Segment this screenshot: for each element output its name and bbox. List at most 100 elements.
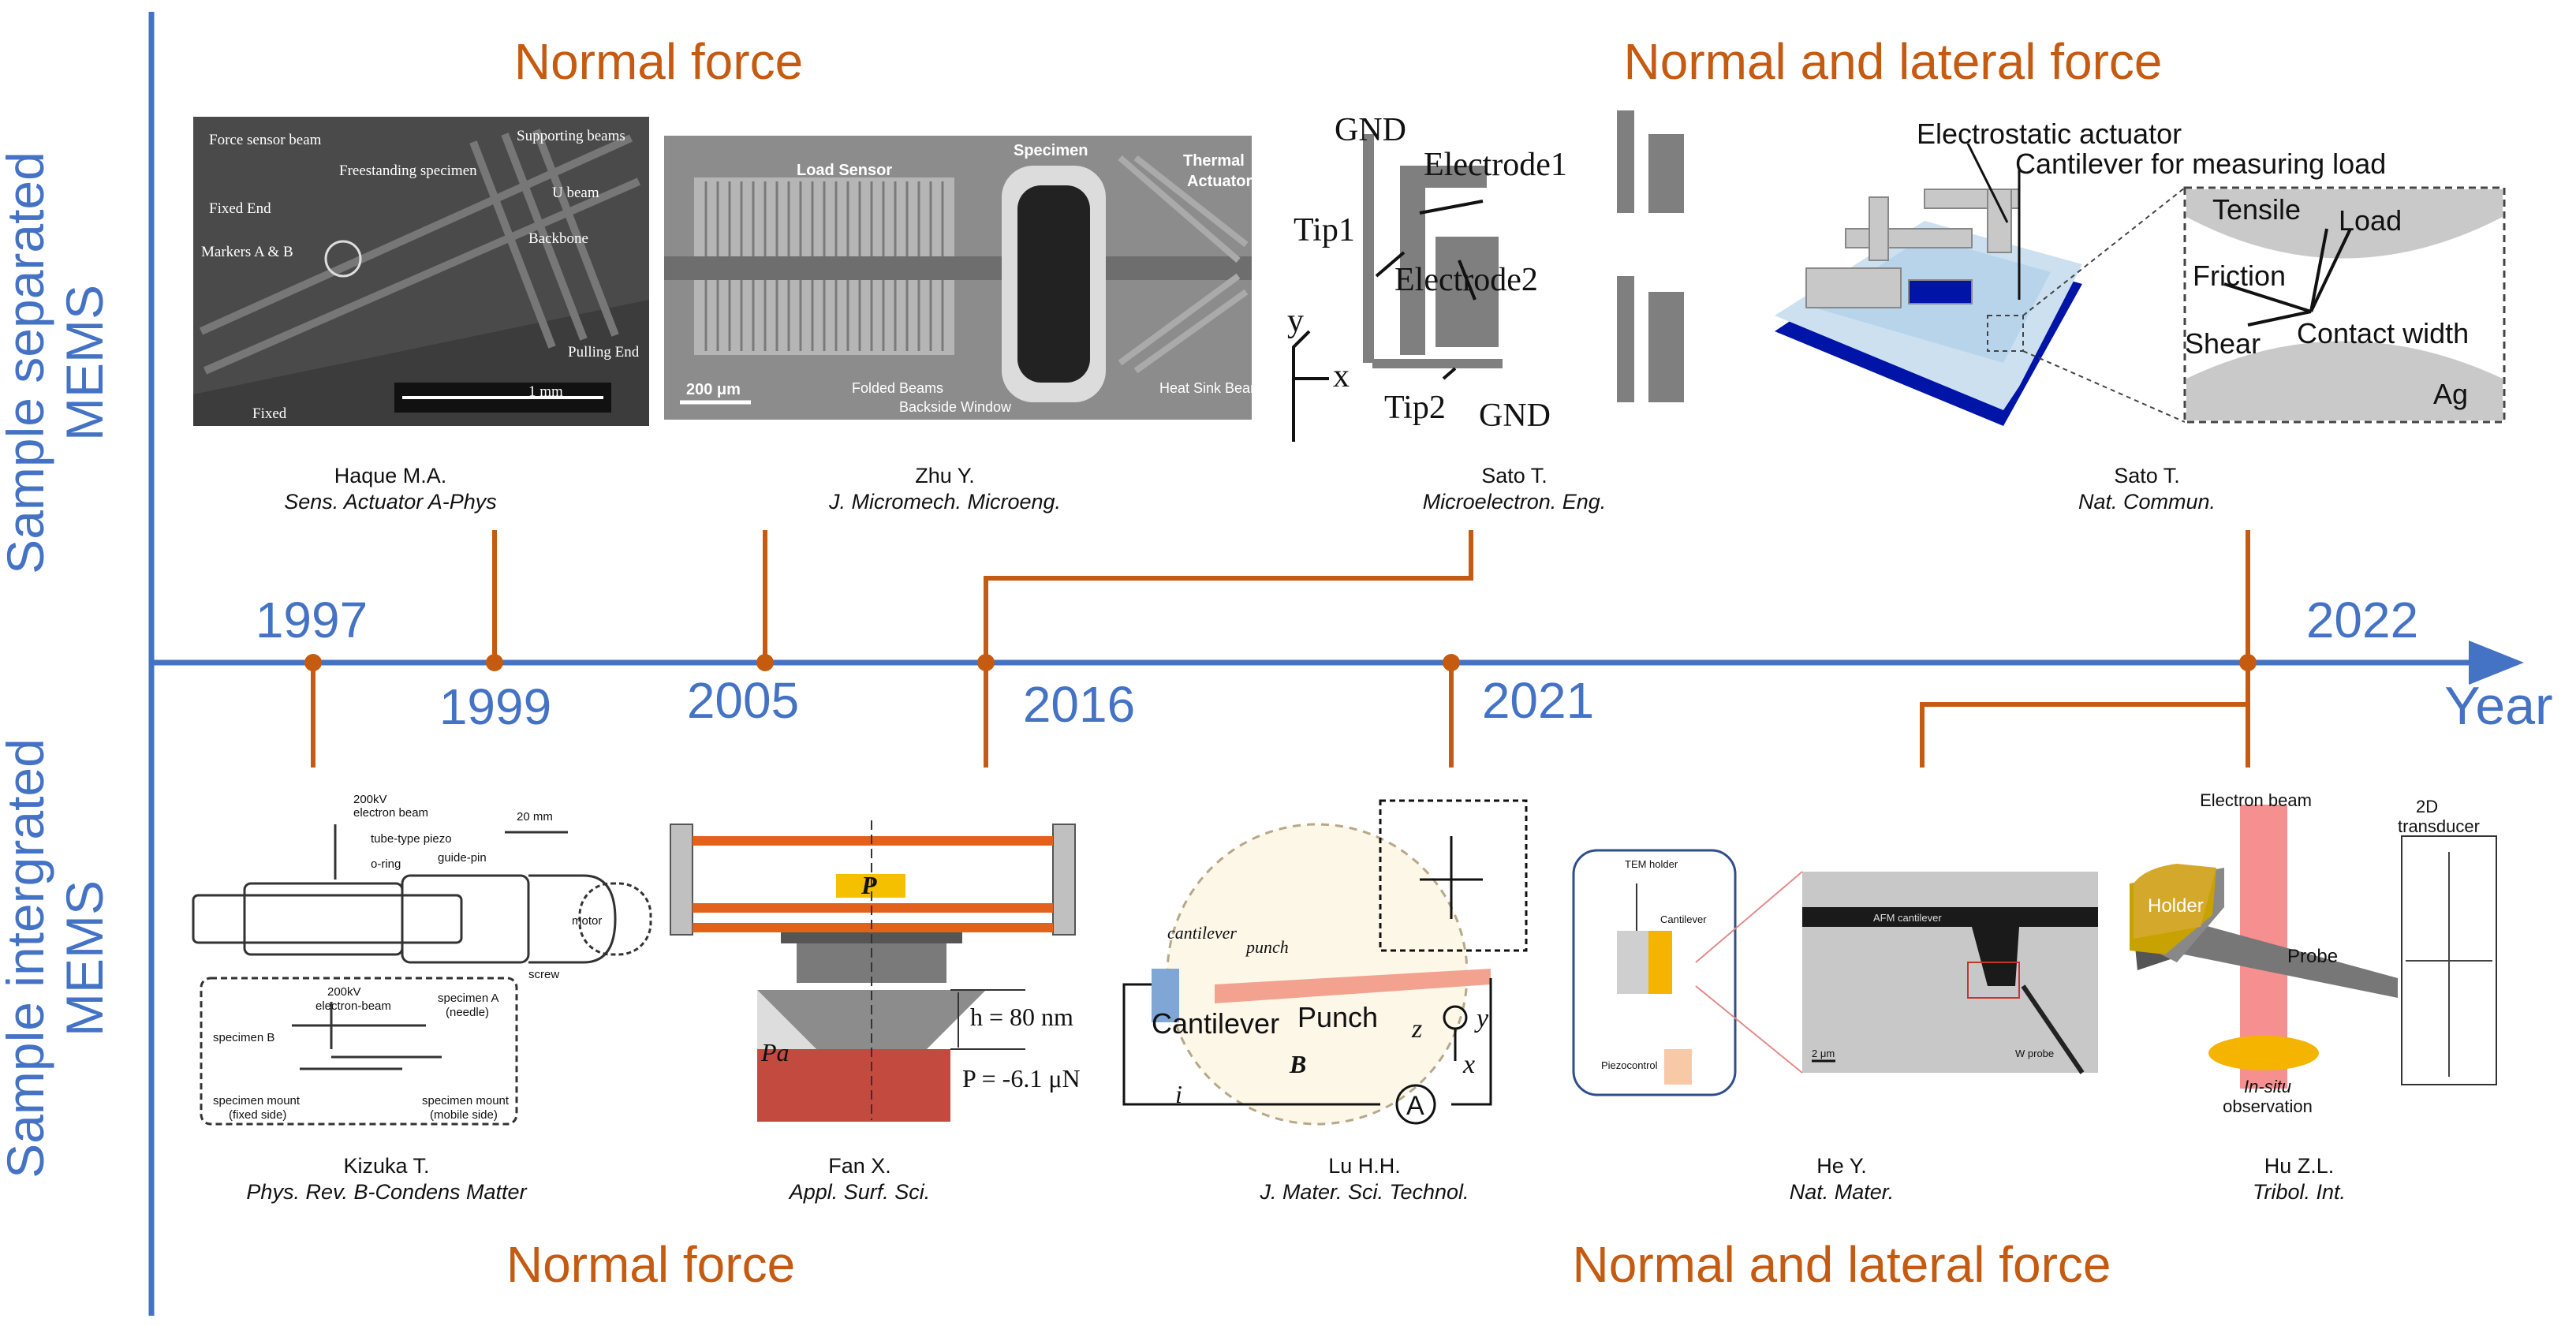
fan-label: P = -6.1 μN (962, 1064, 1081, 1093)
zhu-label: Actuator (1187, 173, 1252, 190)
node-2005 (756, 654, 774, 671)
sato-nc-label: Shear (2185, 327, 2261, 360)
hu-label: Probe (2287, 946, 2338, 967)
haque-label: Supporting beams (517, 128, 625, 144)
haque-label: 1 mm (528, 383, 563, 400)
hu-label: transducer (2398, 816, 2480, 836)
he-label: 2 μm (1812, 1048, 1835, 1059)
citation-author: Kizuka T. (343, 1154, 429, 1178)
kizuka-label: electron beam (353, 806, 428, 820)
figure-sato-device: Electrostatic actuator Cantilever for me… (1775, 118, 2506, 426)
year-label-2021: 2021 (1482, 672, 1594, 729)
zhu-label: Folded Beams (852, 380, 943, 396)
fan-label: Pa (760, 1038, 790, 1066)
citation-author: Fan X. (828, 1154, 891, 1178)
axis-label-year: Year (2444, 676, 2552, 736)
kizuka-label: specimen mount (213, 1094, 301, 1107)
sato-me-label: Electrode2 (1394, 262, 1538, 298)
zhu-label: 200 μm (686, 381, 741, 398)
lu-label: B (1289, 1050, 1306, 1078)
fan-label: P (861, 871, 877, 899)
hu-label: Holder (2148, 895, 2204, 917)
citations-bottom: Kizuka T. Phys. Rev. B-Condens Matter Fa… (246, 1154, 2346, 1204)
citations-top: Haque M.A. Sens. Actuator A-Phys Zhu Y. … (284, 464, 2216, 514)
he-label: TEM holder (1625, 858, 1678, 870)
he-label: Piezocontrol (1601, 1059, 1658, 1071)
figure-sato-electrodes: GND Electrode1 Tip1 Electrode2 y x Tip2 … (1287, 110, 1684, 442)
sato-nc-label: Cantilever for measuring load (2015, 148, 2386, 180)
figure-zhu-sem: Load Sensor Specimen Thermal Actuator 20… (664, 136, 1269, 420)
figure-haque-sem: Force sensor beam Supporting beams Frees… (193, 117, 649, 426)
node-1997 (304, 654, 322, 671)
figure-kizuka: 200kV electron beam tube-type piezo o-ri… (192, 793, 652, 1126)
timeline-arrowhead (2469, 641, 2524, 685)
he-tem-image (1802, 872, 2098, 1073)
citation-author: Zhu Y. (915, 464, 975, 487)
zhu-label: Heat Sink Beams (1159, 380, 1269, 396)
connector-2016-2021 (984, 530, 1473, 768)
figure-fan: P h = 80 nm P = -6.1 μN Pa (670, 820, 1081, 1122)
tip1-beam (1363, 134, 1374, 363)
lu-punch (1215, 969, 1491, 1003)
citation-author: Sato T. (2114, 464, 2180, 487)
citation-author: Hu Z.L. (2264, 1154, 2335, 1178)
kizuka-label: motor (572, 914, 602, 928)
hu-label: observation (2223, 1096, 2313, 1116)
lu-label: y (1474, 1004, 1489, 1033)
kizuka-label: (fixed side) (229, 1108, 286, 1122)
citation-journal: J. Micromech. Microeng. (828, 490, 1061, 514)
sato-me-label: GND (1335, 112, 1406, 148)
citation-journal: Appl. Surf. Sci. (788, 1180, 931, 1204)
row-label-top-1: Sample separated (0, 151, 54, 574)
hu-label: 2D (2416, 797, 2438, 816)
zhu-label: Thermal (1183, 152, 1245, 170)
haque-label: Backbone (528, 230, 588, 247)
connector-2022-he (1920, 702, 2248, 768)
lu-label: cantilever (1167, 923, 1237, 943)
citation-journal: J. Mater. Sci. Technol. (1259, 1180, 1469, 1204)
kizuka-label: guide-pin (438, 851, 487, 865)
haque-label: Pulling End (568, 344, 640, 360)
year-label-2022: 2022 (2306, 592, 2418, 648)
citation-journal: Phys. Rev. B-Condens Matter (246, 1180, 527, 1204)
hu-label: In-situ (2244, 1077, 2291, 1096)
kizuka-label: specimen B (213, 1031, 274, 1044)
sato-nc-label: Friction (2193, 260, 2286, 292)
sato-me-label: GND (1479, 398, 1551, 434)
lu-cantilever (1152, 969, 1179, 1022)
sato-nc-label: Ag (2433, 378, 2468, 410)
citation-journal: Microelectron. Eng. (1423, 490, 1607, 514)
tip2-beam (1372, 359, 1503, 368)
citation-author: Lu H.H. (1328, 1154, 1401, 1178)
he-label: Cantilever (1660, 913, 1707, 925)
kizuka-label: 200kV (327, 985, 361, 999)
haque-label: Force sensor beam (209, 132, 322, 148)
kizuka-label: (needle) (446, 1006, 489, 1019)
fan-label: h = 80 nm (970, 1003, 1073, 1031)
citation-journal: Nat. Mater. (1790, 1180, 1895, 1204)
row-label-bottom-1: Sample intergrated (0, 738, 54, 1178)
kizuka-label: tube-type piezo (371, 832, 452, 846)
kizuka-label: screw (528, 968, 559, 981)
citation-author: He Y. (1816, 1154, 1867, 1178)
zhu-label: Load Sensor (797, 162, 892, 179)
row-label-bottom-2: MEMS (55, 880, 114, 1037)
zhu-label: Specimen (1014, 142, 1088, 159)
zhu-label: Backside Window (899, 399, 1012, 415)
kizuka-label: specimen mount (422, 1094, 510, 1107)
citation-author: Sato T. (1481, 464, 1547, 487)
row-label-top-2: MEMS (55, 285, 114, 441)
haque-label: Freestanding specimen (339, 162, 477, 179)
haque-label: Markers A & B (201, 244, 293, 260)
lu-label: x (1462, 1050, 1475, 1079)
title-top-right: Normal and lateral force (1624, 33, 2163, 90)
sato-me-label: x (1333, 358, 1350, 394)
citation-journal: Tribol. Int. (2253, 1180, 2346, 1204)
kizuka-label: 20 mm (517, 810, 553, 824)
figure-he: TEM holder Cantilever Piezocontrol AFM c… (1572, 849, 2098, 1096)
year-label-2016: 2016 (1023, 676, 1135, 733)
haque-label: U beam (552, 185, 599, 201)
citation-author: Haque M.A. (334, 464, 447, 487)
year-label-2005: 2005 (687, 672, 799, 729)
citation-journal: Nat. Commun. (2078, 490, 2216, 514)
